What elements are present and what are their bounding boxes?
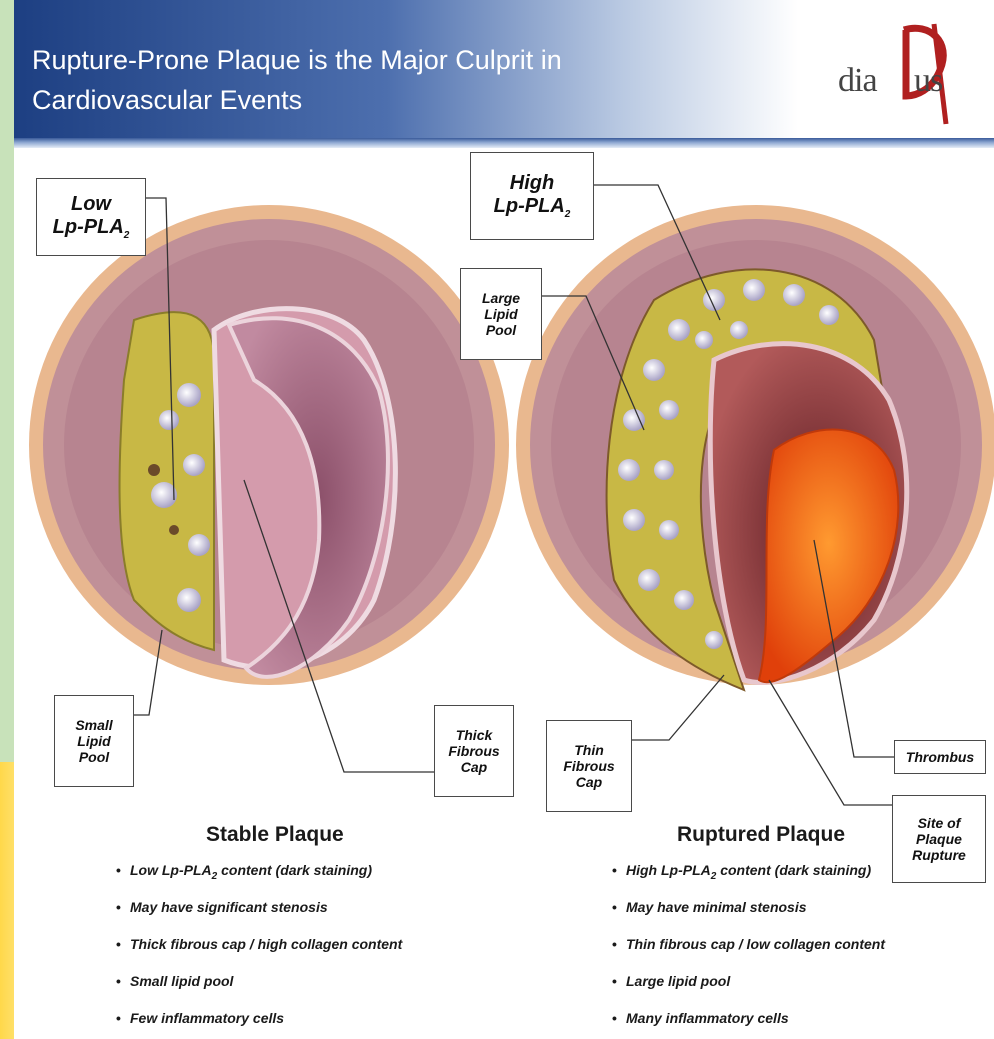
ruptured-plaque-artery — [516, 205, 994, 690]
ruptured-bullet-4: Large lipid pool — [612, 971, 885, 1008]
ruptured-plaque-heading: Ruptured Plaque — [677, 823, 845, 847]
stable-plaque-heading: Stable Plaque — [206, 823, 344, 847]
callout-site-of-plaque-rupture-text: Site of Plaque Rupture — [912, 815, 966, 863]
callout-thin-fibrous-cap-text: Thin Fibrous Cap — [563, 742, 614, 790]
callout-thrombus-text: Thrombus — [906, 749, 974, 765]
callout-low-lp-pla2-text: Low Lp-PLA2 — [53, 193, 130, 241]
callout-large-lipid-pool-text: Large Lipid Pool — [482, 290, 520, 338]
ruptured-bullet-1: High Lp-PLA2 content (dark staining) — [612, 860, 885, 897]
callout-high-lp-pla2: High Lp-PLA2 — [470, 152, 594, 240]
slide: Rupture-Prone Plaque is the Major Culpri… — [14, 0, 994, 1039]
ruptured-plaque-bullets: High Lp-PLA2 content (dark staining) May… — [612, 860, 885, 1039]
ruptured-bullet-2: May have minimal stenosis — [612, 897, 885, 934]
callout-low-lp-pla2: Low Lp-PLA2 — [36, 178, 146, 256]
stable-bullet-3: Thick fibrous cap / high collagen conten… — [116, 934, 402, 971]
callout-small-lipid-pool: Small Lipid Pool — [54, 695, 134, 787]
callout-high-lp-pla2-text: High Lp-PLA2 — [494, 172, 571, 220]
callout-large-lipid-pool: Large Lipid Pool — [460, 268, 542, 360]
callout-site-of-plaque-rupture: Site of Plaque Rupture — [892, 795, 986, 883]
stable-plaque-bullets: Low Lp-PLA2 content (dark staining) May … — [116, 860, 402, 1039]
stable-plaque-artery — [29, 205, 509, 685]
stable-bullet-2: May have significant stenosis — [116, 897, 402, 934]
ruptured-bullet-5: Many inflammatory cells — [612, 1008, 885, 1039]
stable-bullet-4: Small lipid pool — [116, 971, 402, 1008]
callout-thrombus: Thrombus — [894, 740, 986, 774]
callout-thin-fibrous-cap: Thin Fibrous Cap — [546, 720, 632, 812]
ruptured-bullet-3: Thin fibrous cap / low collagen content — [612, 934, 885, 971]
callout-thick-fibrous-cap-text: Thick Fibrous Cap — [448, 727, 499, 775]
callout-thick-fibrous-cap: Thick Fibrous Cap — [434, 705, 514, 797]
callout-small-lipid-pool-text: Small Lipid Pool — [75, 717, 112, 765]
stable-bullet-1: Low Lp-PLA2 content (dark staining) — [116, 860, 402, 897]
stable-bullet-5: Few inflammatory cells — [116, 1008, 402, 1039]
